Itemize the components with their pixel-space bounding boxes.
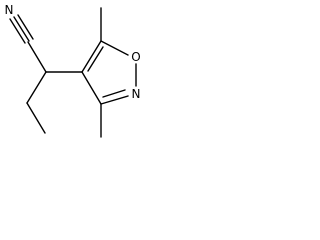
- bond-ch2-to-ch3: [26, 102, 46, 134]
- bond-ch-to-ch2: [26, 71, 47, 104]
- ring-bond-n-c3: [100, 95, 129, 105]
- ring-bond-c4-c5: [81, 40, 102, 73]
- nitrile-triple-bond-line-2: [13, 16, 30, 42]
- ring-bond-n-c3-inner: [102, 89, 126, 98]
- ring-oxygen-label: O: [131, 50, 140, 64]
- ring-bond-c4-c5-inner: [87, 46, 104, 72]
- nitrile-nitrogen-label: N: [5, 3, 14, 17]
- nitrile-triple-bond-line-1: [9, 18, 26, 44]
- molecule-structure-diagram: N O N: [5, 3, 141, 138]
- ring-bond-c3-c4: [81, 71, 102, 105]
- ring-nitrogen-label: N: [132, 87, 141, 101]
- nitrile-triple-bond-line-3: [17, 14, 34, 40]
- bond-nitrile-c-to-ch: [27, 41, 47, 73]
- ring-bond-c5-o: [100, 40, 129, 56]
